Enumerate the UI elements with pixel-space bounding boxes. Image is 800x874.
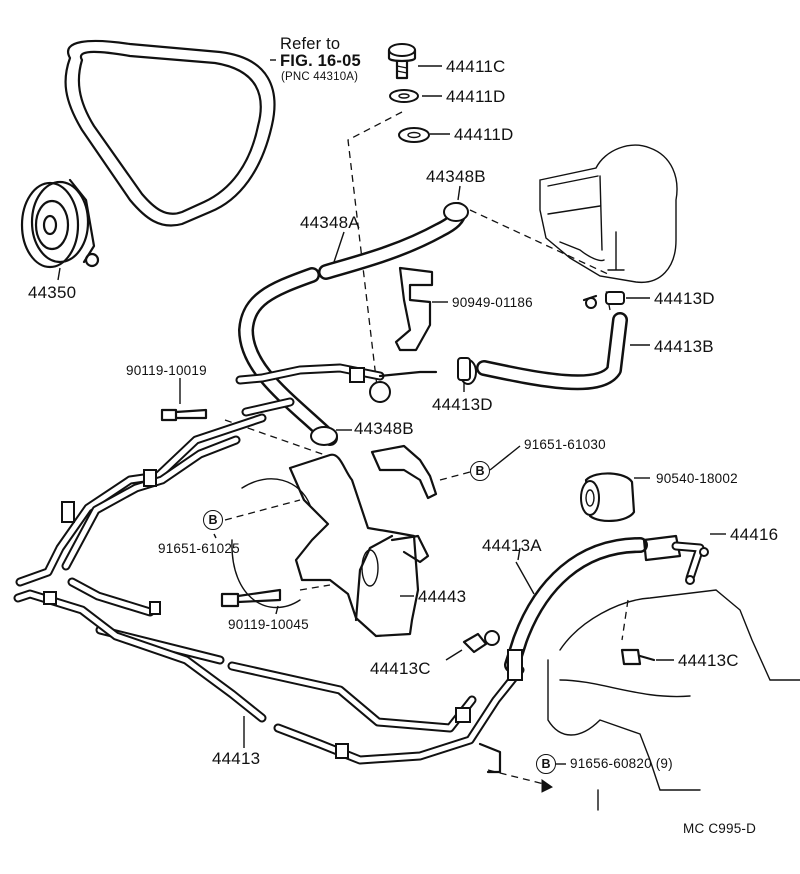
bolts (160, 294, 656, 666)
pump-mount-bracket (231, 444, 438, 638)
callout-91651-61030: 91651-61030 (524, 437, 606, 452)
callout-44413d-bottom: 44413D (432, 395, 493, 414)
fitting-44416 (642, 534, 709, 585)
reservoir-90540 (580, 472, 636, 522)
callout-91656-60820: 91656-60820 (9) (570, 756, 673, 771)
callout-44413d-right: 44413D (654, 289, 715, 308)
callout-44411d-a: 44411D (446, 87, 506, 106)
callout-44413: 44413 (212, 749, 261, 768)
leader-lines (57, 59, 726, 765)
bolt-marker-b-2: B (203, 510, 223, 530)
figure-code: MC C995-D (683, 821, 757, 836)
callout-44350: 44350 (28, 283, 77, 302)
reference-line3: (PNC 44310A) (281, 71, 359, 83)
callout-44348b-top: 44348B (426, 167, 486, 186)
cap-and-washers (387, 43, 430, 143)
callout-90119-10019: 90119-10019 (126, 363, 207, 378)
callout-90119-10045: 90119-10045 (228, 617, 309, 632)
bolt-marker-b-1: B (470, 461, 490, 481)
pulley-44350 (20, 178, 100, 269)
callout-44413c-left: 44413C (370, 659, 431, 678)
callout-44413b: 44413B (654, 337, 714, 356)
engine-outline (547, 589, 800, 811)
callout-44416: 44416 (730, 525, 779, 544)
callout-91651-61025: 91651-61025 (158, 541, 240, 556)
reference-line1: Refer to (280, 35, 341, 53)
drive-belt (64, 39, 276, 227)
callout-44348a: 44348A (300, 213, 360, 232)
direction-arrow (541, 779, 553, 793)
callout-44411c: 44411C (446, 57, 506, 76)
callout-44348b-mid: 44348B (354, 419, 414, 438)
bracket-90949 (394, 266, 434, 352)
callout-44411d-b: 44411D (454, 125, 514, 144)
bolt-marker-b-3: B (536, 754, 556, 774)
hose-clamps (310, 202, 625, 446)
reference-line2: FIG. 16-05 (280, 52, 361, 70)
callout-44413c-right: 44413C (678, 651, 739, 670)
pump-reservoir-outline (539, 144, 678, 283)
callout-44443: 44443 (418, 587, 467, 606)
callout-90540-18002: 90540-18002 (656, 471, 738, 486)
callout-44413a: 44413A (482, 536, 542, 555)
pipe-clips (43, 367, 523, 774)
pressure-pipes (13, 363, 525, 765)
callout-90949-01186: 90949-01186 (452, 295, 533, 310)
